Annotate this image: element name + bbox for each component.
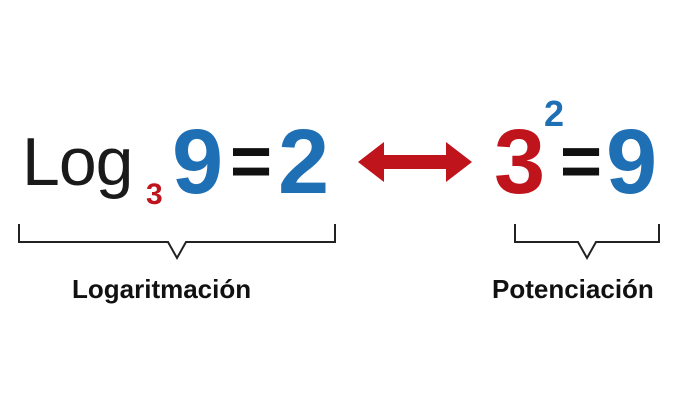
log-brace-line	[18, 224, 336, 261]
power-brace	[514, 224, 660, 261]
double-arrow-icon	[358, 142, 472, 182]
log-caption: Logaritmación	[72, 274, 252, 304]
log-base: 3	[146, 178, 163, 211]
power-result: 9	[606, 111, 658, 213]
log-result: 2	[278, 111, 330, 213]
power-brace-line	[514, 224, 660, 261]
power-base: 3	[494, 111, 546, 213]
log-word: Log	[22, 124, 133, 200]
power-caption: Potenciación	[492, 274, 654, 304]
power-equals-sign: =	[560, 122, 603, 202]
power-exponent: 2	[544, 93, 565, 134]
log-brace	[18, 224, 336, 261]
log-equals-sign: =	[230, 122, 273, 202]
double-arrow-shape	[358, 142, 472, 182]
log-argument: 9	[172, 111, 224, 213]
